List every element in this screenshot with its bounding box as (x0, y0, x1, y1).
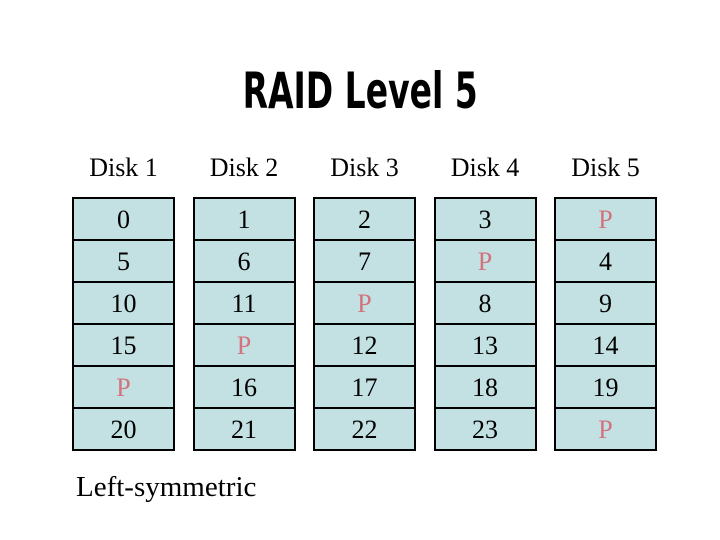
data-block-cell: 19 (554, 365, 657, 409)
disk-header-label: Disk 1 (89, 153, 158, 182)
parity-block-cell: P (554, 197, 657, 241)
disk-header-label: Disk 5 (571, 153, 640, 182)
parity-block-cell: P (192, 323, 296, 367)
data-block-cell: 18 (433, 365, 537, 409)
parity-block-cell: P (433, 239, 537, 283)
data-block-cell: 0 (72, 197, 175, 241)
disk-headers: Disk 1 Disk 2 Disk 3 Disk 4 Disk 5 (72, 155, 657, 181)
data-block-cell: 7 (313, 239, 416, 283)
data-block-cell: 14 (554, 323, 657, 367)
disk-header-label: Disk 2 (209, 153, 279, 182)
slide-title-wrap: RAID Level 5 (0, 66, 720, 116)
data-block-cell: 12 (313, 323, 416, 367)
data-block-cell: 22 (313, 407, 416, 451)
data-block-cell: 4 (554, 239, 657, 283)
data-block-cell: 6 (192, 239, 296, 283)
data-block-cell: 15 (72, 323, 175, 367)
data-block-cell: 9 (554, 281, 657, 325)
disk-header-label: Disk 4 (450, 153, 520, 182)
data-block-cell: 21 (192, 407, 296, 451)
data-block-cell: 16 (192, 365, 296, 409)
data-block-cell: 3 (433, 197, 537, 241)
data-block-cell: 5 (72, 239, 175, 283)
parity-block-cell: P (72, 365, 175, 409)
data-block-cell: 23 (433, 407, 537, 451)
layout-scheme-label: Left-symmetric (76, 471, 257, 503)
parity-block-cell: P (313, 281, 416, 325)
slide-title: RAID Level 5 (242, 62, 478, 120)
parity-block-cell: P (554, 407, 657, 451)
data-block-cell: 2 (313, 197, 416, 241)
data-block-cell: 20 (72, 407, 175, 451)
data-block-cell: 1 (192, 197, 296, 241)
data-block-cell: 8 (433, 281, 537, 325)
disk-header-label: Disk 3 (330, 153, 399, 182)
data-block-cell: 11 (192, 281, 296, 325)
data-block-cell: 10 (72, 281, 175, 325)
data-block-cell: 13 (433, 323, 537, 367)
data-block-cell: 17 (313, 365, 416, 409)
